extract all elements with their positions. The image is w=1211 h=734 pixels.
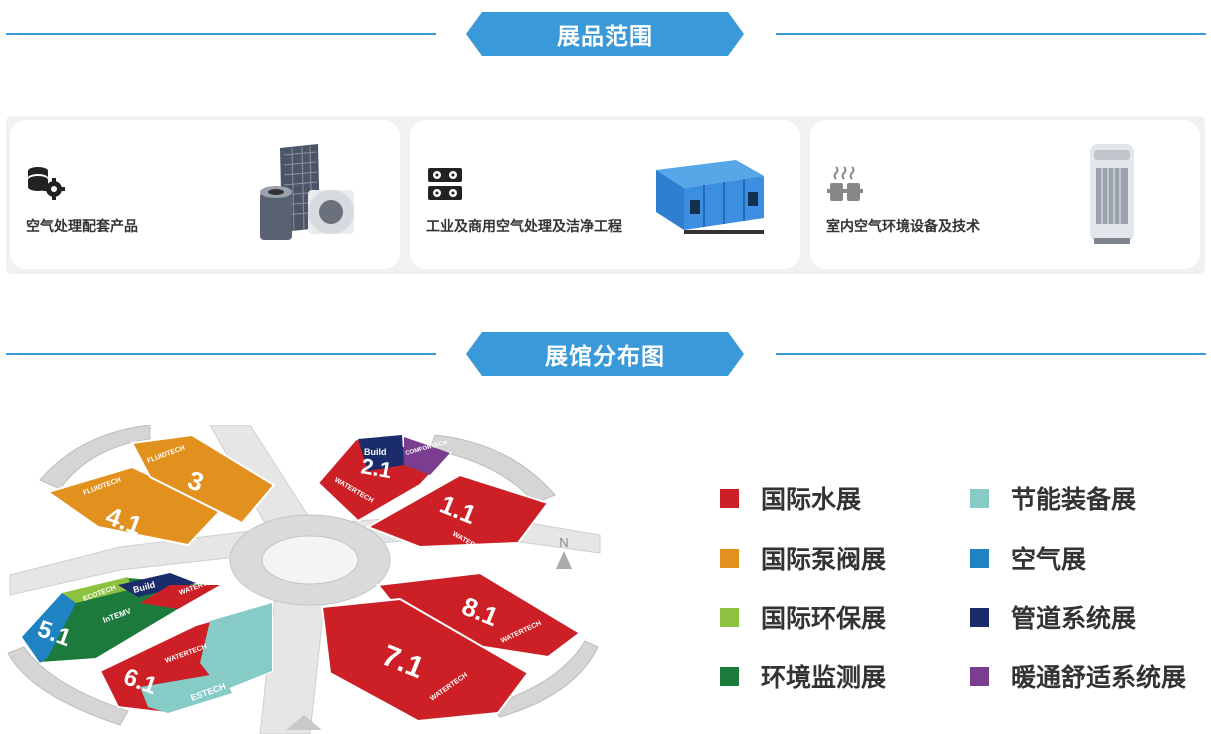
hall-map: N 4.1 3 2.1 1.1 5.1 6.1 8.1 7.1 FLUIDTEC… xyxy=(7,425,601,734)
legend-label: 国际环保展 xyxy=(761,605,887,633)
air-purifier-steam-icon xyxy=(827,166,863,201)
hall-1-1[interactable] xyxy=(365,473,550,549)
section-title-products: 展品范围 xyxy=(466,12,744,56)
hall-4-1[interactable] xyxy=(45,465,224,547)
product-cards: 空气处理配套产品 工业及商用空气 xyxy=(6,116,1205,274)
legend-swatch xyxy=(970,548,989,568)
air-handling-unit-image xyxy=(656,160,764,234)
legend-label: 暖通舒适系统展 xyxy=(1011,664,1187,692)
hall-7-1[interactable] xyxy=(320,597,530,723)
hall-legend: 国际水展 节能装备展 国际泵阀展 空气展 国际环保展 管道系统展 环境监测展 暖… xyxy=(720,478,1210,708)
brand-label: Build xyxy=(364,447,387,457)
product-card-air-handling-parts[interactable]: 空气处理配套产品 xyxy=(10,120,400,269)
section-title-halls: 展馆分布图 xyxy=(466,332,744,376)
divider-line-left xyxy=(6,353,436,355)
section-header-products: 展品范围 xyxy=(0,12,1211,56)
database-gear-icon xyxy=(28,167,65,200)
product-card-label: 室内空气环境设备及技术 xyxy=(826,218,980,234)
legend-label: 国际水展 xyxy=(761,486,862,514)
legend-swatch xyxy=(970,666,989,686)
legend-swatch xyxy=(970,488,989,508)
product-card-label: 空气处理配套产品 xyxy=(26,218,138,234)
divider-line-right xyxy=(776,33,1206,35)
hall-3[interactable] xyxy=(130,433,276,525)
legend-item: 空气展 xyxy=(970,538,1086,578)
legend-item: 环境监测展 xyxy=(720,656,886,696)
legend-label: 国际泵阀展 xyxy=(761,546,887,574)
legend-label: 环境监测展 xyxy=(761,664,887,692)
filter-product-image xyxy=(260,144,354,240)
legend-swatch xyxy=(970,607,989,627)
product-card-label: 工业及商用空气处理及洁净工程 xyxy=(426,218,622,234)
entrance-arrow-icon xyxy=(286,715,322,730)
legend-label: 空气展 xyxy=(1011,546,1087,574)
legend-item: 国际环保展 xyxy=(720,597,886,637)
legend-item: 暖通舒适系统展 xyxy=(970,656,1186,696)
divider-line-left xyxy=(6,33,436,35)
legend-item: 管道系统展 xyxy=(970,597,1136,637)
divider-line-right xyxy=(776,353,1206,355)
section-header-halls: 展馆分布图 xyxy=(0,332,1211,376)
air-handling-unit-icon xyxy=(428,168,462,200)
legend-label: 管道系统展 xyxy=(1011,605,1137,633)
product-card-industrial-air[interactable]: 工业及商用空气处理及洁净工程 xyxy=(410,120,800,269)
compass-label: N xyxy=(559,535,568,550)
legend-swatch xyxy=(720,548,739,568)
air-purifier-image xyxy=(1090,144,1134,244)
legend-item: 国际泵阀展 xyxy=(720,538,886,578)
legend-item: 节能装备展 xyxy=(970,478,1136,518)
legend-label: 节能装备展 xyxy=(1011,486,1137,514)
north-arrow-icon xyxy=(556,551,572,569)
product-card-indoor-air[interactable]: 室内空气环境设备及技术 xyxy=(810,120,1200,269)
legend-swatch xyxy=(720,607,739,627)
legend-swatch xyxy=(720,488,739,508)
legend-swatch xyxy=(720,666,739,686)
hall-number: 2.1 xyxy=(359,453,393,483)
legend-item: 国际水展 xyxy=(720,478,861,518)
